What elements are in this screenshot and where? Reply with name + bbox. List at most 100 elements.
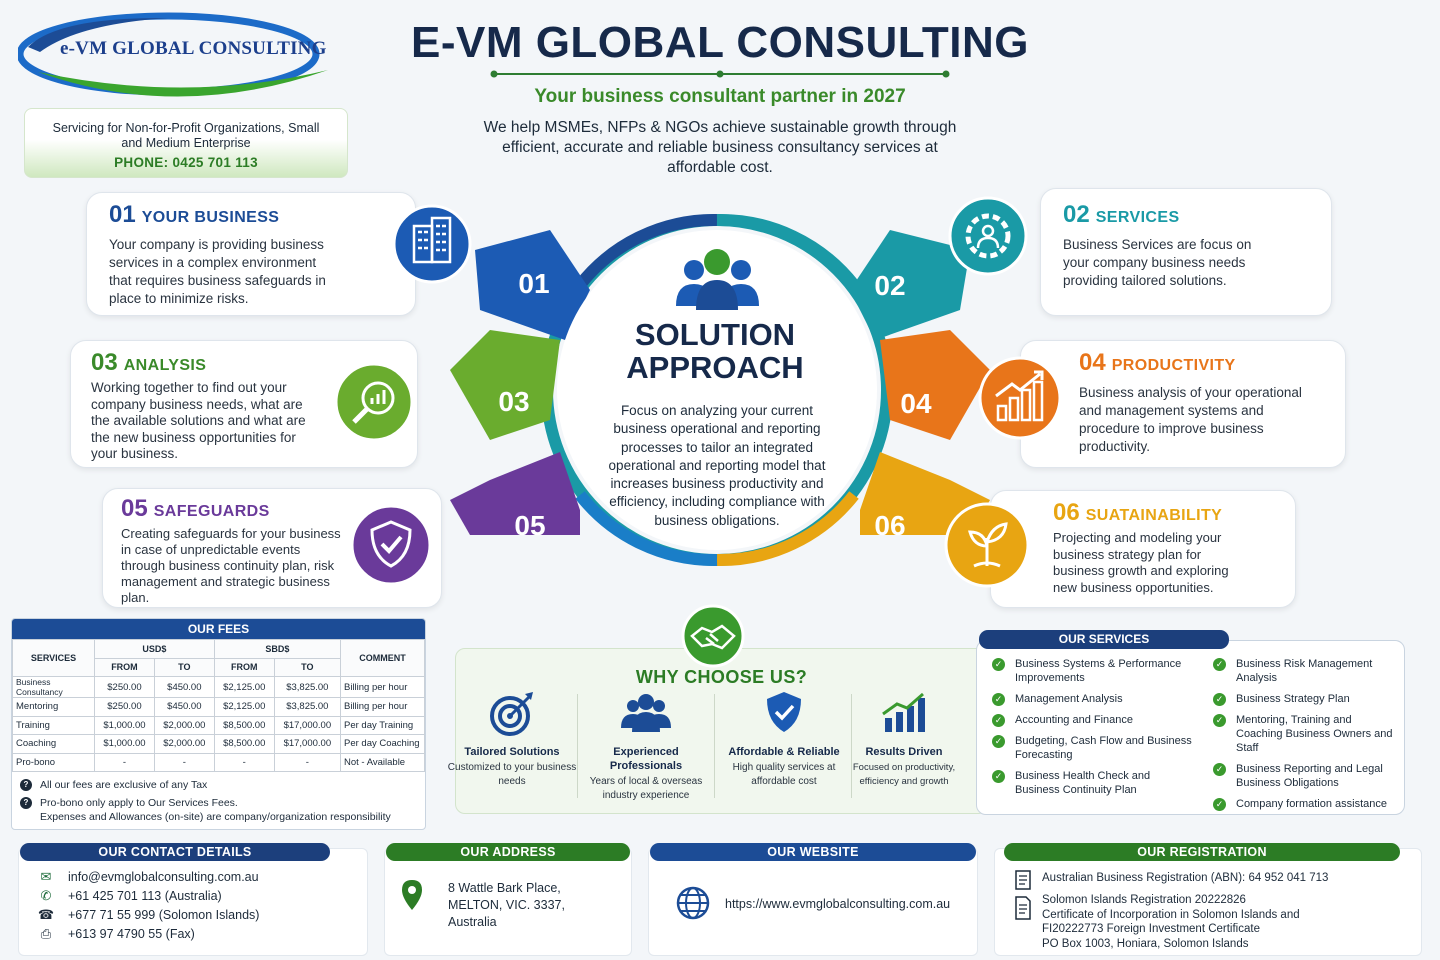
services-right-list: ✓Business Risk Management Analysis ✓Busi… — [1213, 657, 1398, 811]
card-number: 05 — [121, 495, 148, 522]
col-usd-to: TO — [153, 657, 215, 677]
list-item: ✓Business Risk Management Analysis — [1213, 657, 1398, 685]
col-sbd-from: FROM — [213, 657, 275, 677]
cell-sbd-from: $8,500.00 — [213, 734, 275, 754]
fees-title: OUR FEES — [12, 619, 425, 639]
registration-panel — [994, 848, 1422, 956]
service-label: Company formation assistance — [1236, 798, 1388, 810]
contact-phone-au[interactable]: ✆+61 425 701 113 (Australia) — [36, 886, 366, 905]
segment-03 — [450, 330, 560, 440]
gear-person-icon — [948, 196, 1028, 276]
col-comment: COMMENT — [340, 639, 425, 677]
col-services: SERVICES — [12, 639, 95, 677]
abn-text: Australian Business Registration (ABN): … — [1042, 872, 1329, 884]
phone-sb-text: +677 71 55 999 (Solomon Islands) — [68, 907, 260, 922]
step-number-05: 05 — [514, 510, 546, 541]
solution-title: SOLUTION APPROACH — [600, 318, 830, 384]
fee-note-3: Expenses and Allowances (on-site) are co… — [40, 811, 391, 823]
step-number-03: 03 — [498, 386, 530, 417]
contact-fax: ⎙+613 97 4790 55 (Fax) — [36, 924, 366, 943]
handshake-icon — [681, 604, 745, 668]
card-title: SUATAINABILITY — [1085, 507, 1223, 524]
shield-check-icon — [767, 692, 801, 732]
why-item-title: Tailored Solutions — [464, 746, 560, 758]
cell-sbd-from: $2,125.00 — [213, 676, 275, 698]
col-sbd: SBD$ — [213, 639, 342, 659]
tagline: Your business consultant partner in 2027 — [534, 86, 906, 107]
card-number: 04 — [1079, 349, 1106, 376]
contact-phone-sb[interactable]: ☎+677 71 55 999 (Solomon Islands) — [36, 905, 366, 924]
list-item: ✓Mentoring, Training and Coaching Busine… — [1213, 713, 1398, 755]
step-number-04: 04 — [900, 388, 932, 419]
check-icon: ✓ — [1213, 658, 1226, 671]
check-icon: ✓ — [1213, 763, 1226, 776]
logo-text: e-VM GLOBAL CONSULTING — [60, 38, 327, 59]
sb-line-4: PO Box 1003, Honiara, Solomon Islands — [1042, 937, 1249, 950]
card-text: Business Services are focus on your comp… — [1063, 237, 1252, 288]
cell-service: Coaching — [12, 734, 95, 754]
list-item: ✓Business Strategy Plan — [1213, 692, 1398, 706]
card-text: Working together to find out your compan… — [91, 380, 306, 461]
col-usd: USD$ — [94, 639, 215, 659]
team-icon — [621, 694, 671, 732]
cell-usd-from: $1,000.00 — [94, 715, 155, 735]
cell-comment: Not - Available — [340, 752, 425, 772]
certificate-icon — [1015, 896, 1031, 920]
cell-service: Pro-bono — [12, 752, 95, 772]
info-icon: ? — [20, 797, 32, 809]
cell-service: Training — [12, 715, 95, 735]
service-label: Budgeting, Cash Flow and Business Foreca… — [1015, 735, 1192, 761]
service-label: Business Reporting and Legal Business Ob… — [1236, 763, 1383, 789]
step-number-02: 02 — [874, 270, 906, 301]
service-label: Business Strategy Plan — [1236, 693, 1350, 705]
card-text: Your company is providing business servi… — [109, 237, 326, 306]
address-line-3: Australia — [448, 915, 497, 929]
segment-01 — [475, 230, 590, 340]
why-item-title: Affordable & Reliable — [728, 746, 840, 758]
phone-number: PHONE: 0425 701 113 — [114, 155, 258, 170]
card-title: YOUR BUSINESS — [141, 209, 280, 226]
map-pin-icon — [402, 880, 422, 910]
list-item: ✓ Business Reporting and Legal Business O… — [1213, 762, 1398, 790]
why-item-experienced: Experienced Professionals Years of local… — [580, 690, 712, 803]
step-number-01: 01 — [518, 268, 550, 299]
cell-usd-to: $450.00 — [153, 676, 215, 698]
cell-sbd-from: - — [213, 752, 275, 772]
service-line-2: and Medium Enterprise — [121, 136, 251, 150]
sb-registration: Solomon Islands Registration 20222826 Ce… — [1042, 893, 1300, 951]
address-text: 8 Wattle Bark Place, MELTON, VIC. 3337, … — [448, 880, 565, 931]
address-title: OUR ADDRESS — [386, 843, 630, 861]
why-item-desc: High quality services at affordable cost — [732, 762, 836, 787]
solution-diagram — [450, 213, 990, 567]
why-item-desc: Focused on productivity, efficiency and … — [852, 762, 956, 787]
shield-check-icon — [350, 504, 432, 586]
why-divider — [577, 694, 578, 798]
fee-note-1: All our fees are exclusive of any Tax — [40, 779, 208, 791]
fees-table-panel: OUR FEES SERVICES USD$ SBD$ COMMENT FROM… — [11, 618, 426, 830]
card-text: Business analysis of your operational an… — [1079, 385, 1302, 454]
card-number: 02 — [1063, 201, 1090, 228]
website-link[interactable]: https://www.evmglobalconsulting.com.au — [725, 897, 951, 911]
cell-comment: Per day Coaching — [340, 734, 425, 754]
card-text: Projecting and modeling your business st… — [1053, 530, 1229, 595]
cell-sbd-to: $3,825.00 — [273, 697, 342, 717]
company-logo — [18, 12, 328, 97]
card-title: SAFEGUARDS — [153, 503, 270, 520]
why-item-desc: Years of local & overseas industry exper… — [589, 776, 703, 801]
segment-05 — [450, 452, 580, 535]
fees-table: SERVICES USD$ SBD$ COMMENT FROM TO FROM … — [12, 639, 425, 772]
table-row: Training $1,000.00 $2,000.00 $8,500.00 $… — [12, 715, 425, 735]
sb-line-1: Solomon Islands Registration 20222826 — [1042, 894, 1246, 906]
why-item-affordable: Affordable & Reliable High quality servi… — [718, 690, 850, 789]
segment-04 — [880, 330, 990, 440]
services-left-list: ✓Business Systems & Performance Improvem… — [992, 657, 1192, 797]
page-title: E-VM GLOBAL CONSULTING — [410, 18, 1030, 67]
table-row: Business Consultancy $250.00 $450.00 $2,… — [12, 676, 425, 698]
list-item: ✓Accounting and Finance — [992, 713, 1192, 727]
contact-email[interactable]: ✉info@evmglobalconsulting.com.au — [36, 867, 366, 886]
why-item-title: Results Driven — [865, 746, 943, 758]
solution-title-line1: SOLUTION — [634, 317, 796, 352]
address-line-2: MELTON, VIC. 3337, — [448, 898, 565, 912]
